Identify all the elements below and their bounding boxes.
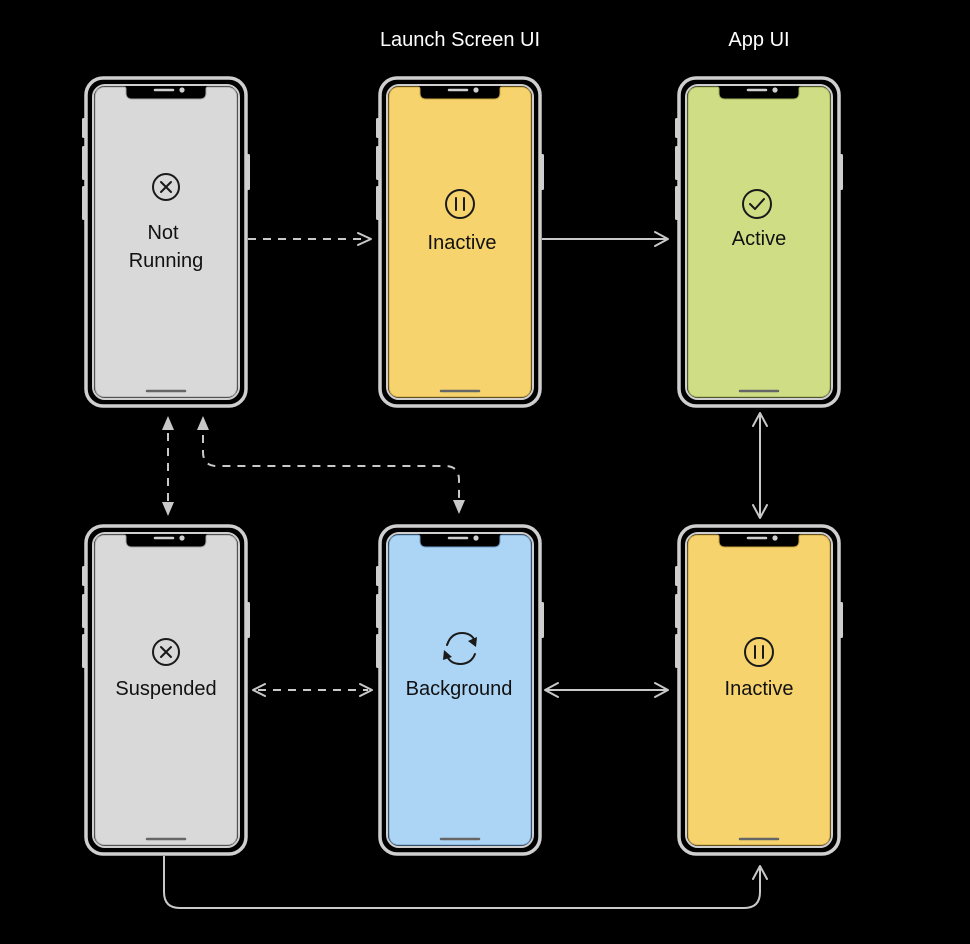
checkmark-circle-icon: [742, 189, 772, 219]
phone-screen: [94, 534, 238, 846]
column-title-app: App UI: [728, 29, 789, 51]
pause-circle-icon: [744, 637, 774, 667]
state-label-suspended: Suspended: [115, 678, 216, 700]
phone-active: Active: [675, 76, 843, 408]
x-circle-icon: [152, 638, 180, 666]
phone-background: Background: [376, 524, 544, 856]
phone-screen: [388, 534, 532, 846]
state-label-background: Background: [406, 678, 513, 700]
refresh-arrows-icon: [443, 632, 477, 665]
phone-screen: [94, 86, 238, 398]
arrow-inactive-to-active: [542, 231, 669, 247]
arrow-suspended-to-inactive: [163, 856, 768, 909]
x-circle-icon: [152, 173, 180, 201]
state-label-inactive-app: Inactive: [725, 678, 794, 700]
phone-inactive-launch: Inactive: [376, 76, 544, 408]
phone-screen: [687, 86, 831, 398]
phone-inactive-app: Inactive: [675, 524, 843, 856]
phone-suspended: Suspended: [82, 524, 250, 856]
pause-circle-icon: [445, 189, 475, 219]
arrow-suspended-background-bidirectional: [252, 683, 373, 697]
column-title-launch-screen: Launch Screen UI: [380, 29, 540, 51]
arrow-not-running-suspended-bidirectional: [162, 416, 174, 516]
arrow-not-running-to-inactive: [248, 232, 372, 246]
state-label-inactive-launch: Inactive: [428, 232, 497, 254]
state-label-not: Not: [147, 222, 179, 244]
state-label-running: Running: [129, 250, 204, 272]
state-label-active: Active: [732, 228, 786, 250]
arrow-not-running-background-bidirectional: [197, 416, 465, 514]
phone-screen: [687, 534, 831, 846]
arrow-background-inactive-bidirectional: [544, 682, 669, 698]
arrow-active-inactive-bidirectional: [752, 412, 768, 519]
phone-screen: [388, 86, 532, 398]
phone-not-running: Not Running: [82, 76, 250, 408]
